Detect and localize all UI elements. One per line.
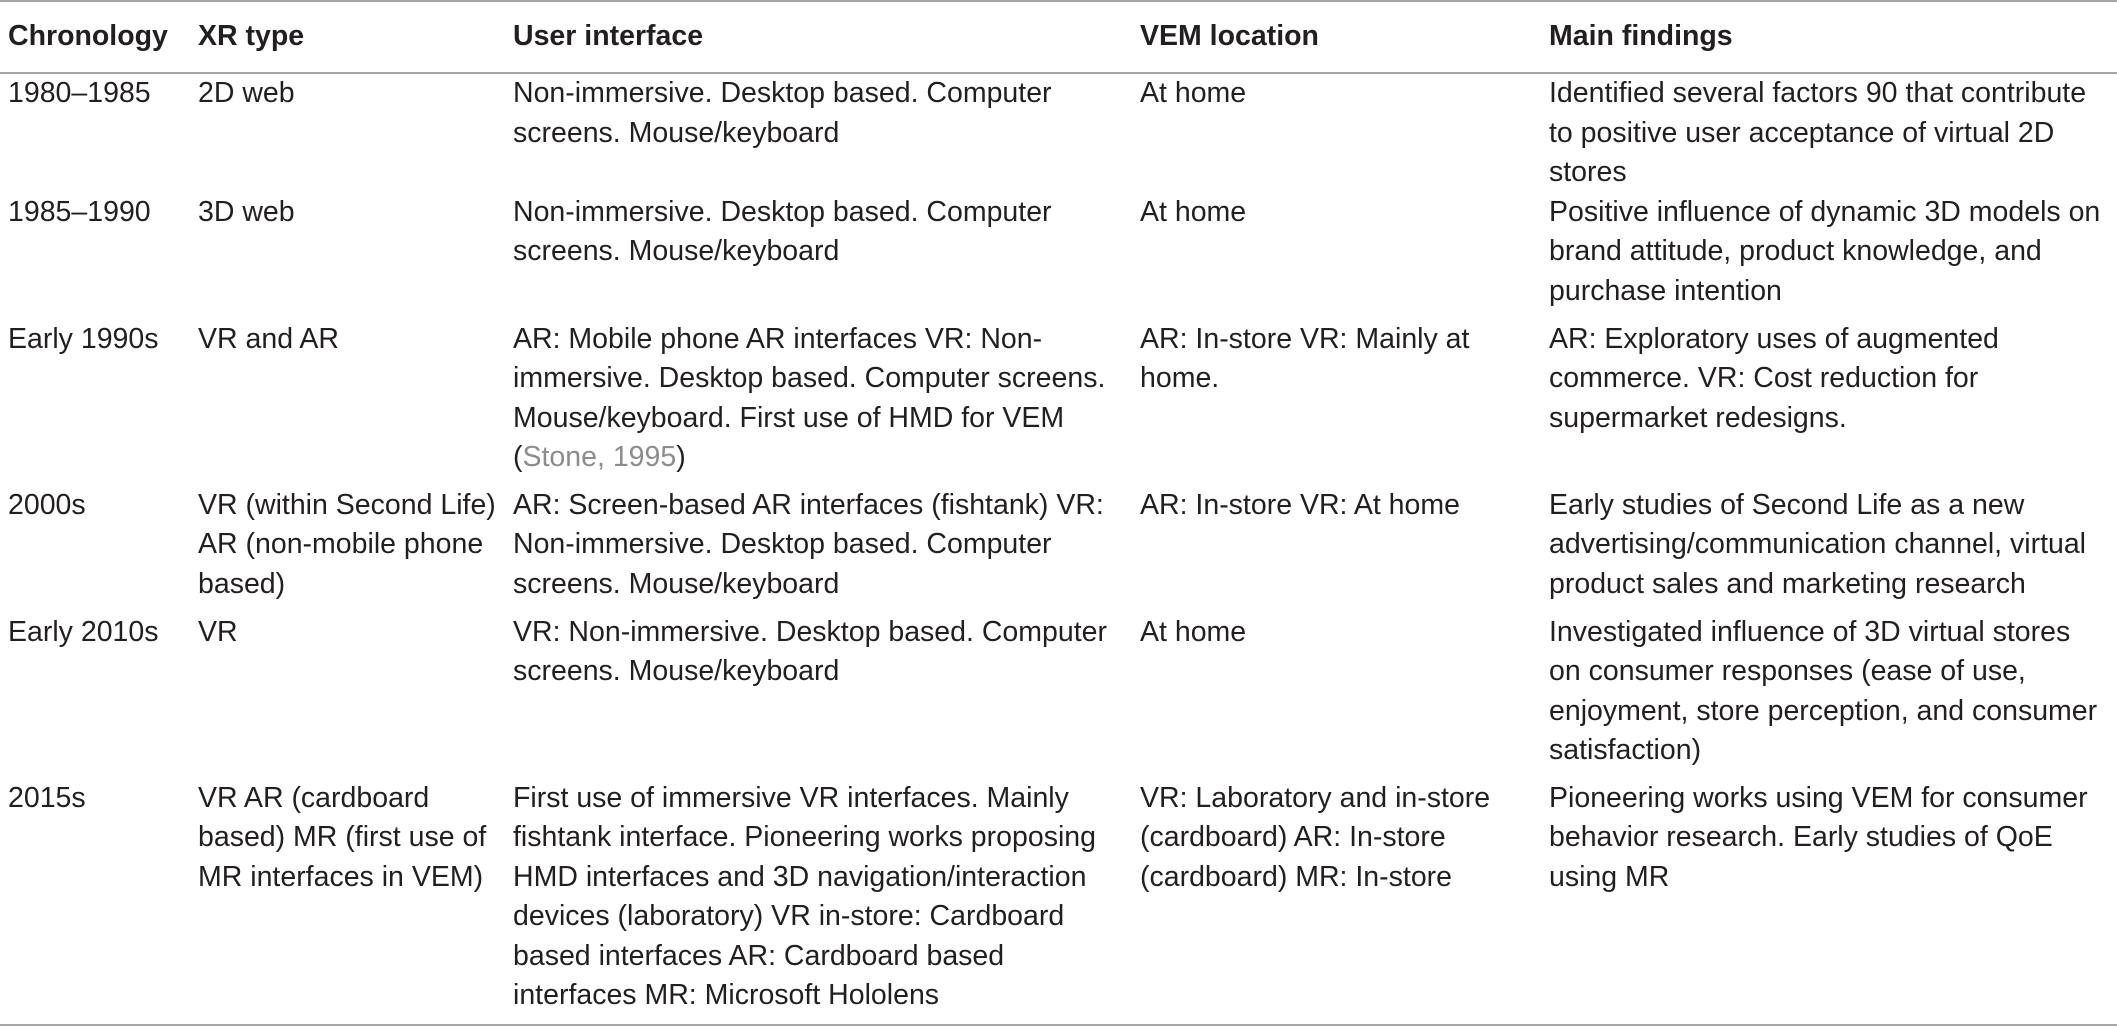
cell-xr-type: VR [198,615,238,648]
cell-user-interface: Non-immersive. Desktop based. Computer s… [513,195,1052,268]
cell-main-findings: Investigated influence of 3D virtual sto… [1549,615,2098,767]
header-main-findings: Main findings [1549,20,1733,53]
header-chronology: Chronology [8,20,168,53]
cell-main-findings: Early studies of Second Life as a new ad… [1549,488,2087,600]
cell-xr-type: VR (within Second Life) AR (non-mobile p… [198,488,496,600]
table-row: Early 2010s VR VR: Non-immersive. Deskto… [0,613,2117,779]
cell-chronology: 2000s [8,488,86,521]
cell-xr-type: VR AR (cardboard based) MR (first use of… [198,781,487,893]
cell-main-findings: Pioneering works using VEM for consumer … [1549,781,2088,893]
cell-user-interface: VR: Non-immersive. Desktop based. Comput… [513,615,1107,688]
table-row: 1980–1985 2D web Non-immersive. Desktop … [0,73,2117,193]
header-vem-location: VEM location [1140,20,1319,53]
cell-xr-type: 3D web [198,195,295,228]
table-header: Chronology XR type User interface VEM lo… [0,1,2117,73]
user-interface-text: AR: Mobile phone AR interfaces VR: Non-i… [513,322,1106,474]
cell-vem-location: AR: In-store VR: Mainly at home. [1140,322,1470,395]
cell-vem-location: VR: Laboratory and in-store (cardboard) … [1140,781,1491,893]
cell-user-interface: AR: Mobile phone AR interfaces VR: Non-i… [505,320,1132,486]
cell-xr-type: 2D web [198,77,295,109]
cell-main-findings: Identified several factors 90 that contr… [1549,77,2087,188]
table-row: 2000s VR (within Second Life) AR (non-mo… [0,486,2117,613]
citation-link[interactable]: Stone, 1995 [522,441,677,473]
cell-vem-location: At home [1140,195,1247,228]
table-body: 1980–1985 2D web Non-immersive. Desktop … [0,73,2117,1025]
user-interface-text-tail: ) [676,441,686,473]
cell-user-interface: First use of immersive VR interfaces. Ma… [513,781,1096,1012]
header-user-interface: User interface [513,20,704,53]
header-row: Chronology XR type User interface VEM lo… [0,1,2117,73]
cell-user-interface: AR: Screen-based AR interfaces (fishtank… [513,488,1104,600]
cell-main-findings: AR: Exploratory uses of augmented commer… [1549,322,1999,434]
cell-chronology: 1985–1990 [8,195,151,228]
table-row: Early 1990s VR and AR AR: Mobile phone A… [0,320,2117,486]
table-row: 2015s VR AR (cardboard based) MR (first … [0,779,2117,1025]
table-row: 1985–1990 3D web Non-immersive. Desktop … [0,193,2117,320]
cell-chronology: 1980–1985 [8,77,151,109]
cell-main-findings: Positive influence of dynamic 3D models … [1549,195,2101,307]
cell-vem-location: At home [1140,77,1247,109]
cell-user-interface: Non-immersive. Desktop based. Computer s… [513,77,1052,149]
header-xr-type: XR type [198,20,305,53]
cell-chronology: Early 1990s [8,322,159,355]
cell-vem-location: At home [1140,615,1247,648]
cell-chronology: 2015s [8,781,86,814]
cell-vem-location: AR: In-store VR: At home [1140,488,1460,521]
cell-chronology: Early 2010s [8,615,159,648]
cell-xr-type: VR and AR [198,322,339,355]
